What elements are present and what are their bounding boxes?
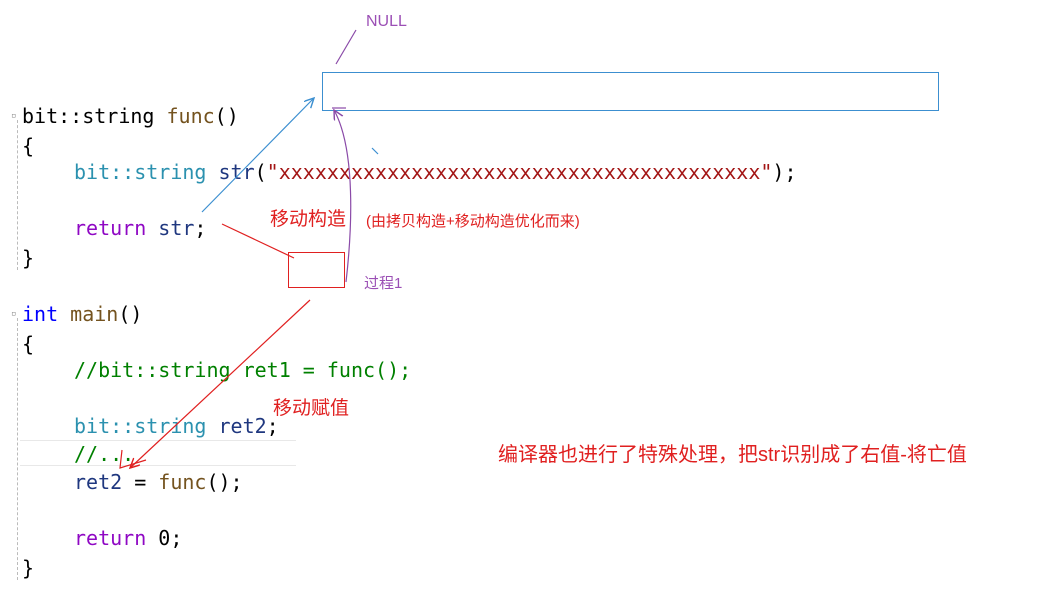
process1-arrow: [334, 110, 352, 283]
code-line-main-signature: int main(): [22, 302, 142, 326]
brace: }: [22, 556, 35, 580]
function-name-func: func: [166, 104, 215, 128]
brace: {: [22, 134, 35, 158]
var-str: str: [158, 216, 195, 240]
code-line-open-brace: {: [22, 134, 34, 158]
function-call-func: func: [158, 470, 207, 494]
assign-operator: =: [122, 470, 159, 494]
fold-marker-func[interactable]: ▫: [11, 111, 17, 121]
move-assign-label: 移动赋值: [273, 398, 350, 419]
code-line-ret2-decl: bit::string ret2;: [74, 414, 279, 438]
comment: //...: [74, 442, 135, 466]
var-ret2: ret2: [218, 414, 267, 438]
compiler-note: 编译器也进行了特殊处理，把str识别成了右值-将亡值: [498, 444, 967, 466]
code-line-str-decl: bit::string str("xxxxxxxxxxxxxxxxxxxxxxx…: [74, 160, 797, 184]
code-line-open-brace: {: [22, 332, 34, 356]
null-pointer-line: [335, 29, 357, 65]
brace: }: [22, 246, 35, 270]
gutter-line-main: [17, 318, 19, 580]
current-line-highlight: [20, 440, 296, 466]
semicolon: ;: [170, 526, 183, 550]
null-label: NULL: [366, 13, 407, 30]
str-to-heap-arrow: [201, 98, 314, 213]
code-line-close-brace: }: [22, 246, 34, 270]
brace: {: [22, 332, 35, 356]
return-keyword: return: [74, 216, 147, 240]
var-ret2: ret2: [74, 470, 123, 494]
parens: (): [118, 302, 143, 326]
code-line-comment-ret1: //bit::string ret1 = func();: [74, 358, 411, 382]
fold-marker-main[interactable]: ▫: [11, 309, 17, 319]
move-construct-label: 移动构造: [270, 209, 347, 230]
semicolon: ;: [194, 216, 207, 240]
int-keyword: int: [22, 302, 59, 326]
parens: (): [214, 104, 239, 128]
function-name-main: main: [70, 302, 119, 326]
return-type: bit::string: [22, 104, 155, 128]
code-line-ret2-assign: ret2 = func();: [74, 470, 243, 494]
return-keyword: return: [74, 526, 147, 550]
code-line-return-zero: return 0;: [74, 526, 182, 550]
paren: (: [254, 160, 267, 184]
type-name: bit::string: [74, 160, 207, 184]
string-literal: "xxxxxxxxxxxxxxxxxxxxxxxxxxxxxxxxxxxxxxx…: [266, 160, 773, 184]
code-line-comment-dots: //...: [74, 442, 134, 466]
move-construct-note: (由拷贝构造+移动构造优化而来): [366, 213, 580, 230]
temp-object-box: [288, 252, 345, 288]
code-line-func-signature: bit::string func(): [22, 104, 239, 128]
str-to-temp-arrow: [221, 223, 295, 259]
number-literal: 0: [146, 526, 171, 550]
temp-to-ret2-arrow: [130, 299, 311, 468]
gutter-line-func: [17, 120, 19, 270]
code-line-return-str: return str;: [74, 216, 206, 240]
paren: );: [772, 160, 797, 184]
code-line-close-brace: }: [22, 556, 34, 580]
semicolon: ;: [266, 414, 279, 438]
heap-resource-box: [322, 72, 939, 111]
process1-label: 过程1: [364, 275, 403, 292]
ret2-arrowhead: [119, 449, 147, 469]
comment: //bit::string ret1 = func();: [74, 358, 412, 382]
parens: ();: [206, 470, 243, 494]
blue-tick: [371, 147, 379, 155]
